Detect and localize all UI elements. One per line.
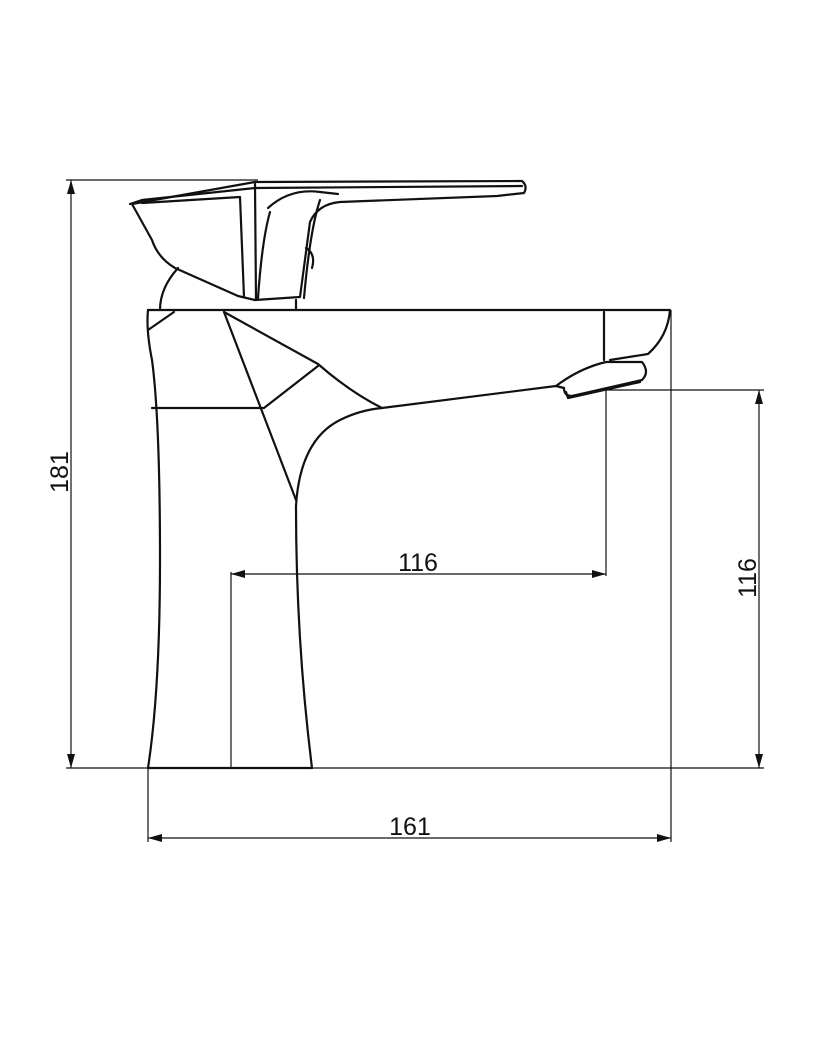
arrow-width-right: [657, 834, 671, 842]
body-top-chamfer: [146, 310, 176, 332]
handle-neck-left: [253, 182, 258, 302]
handle-neck-inner: [256, 210, 272, 300]
body-top-edge: [146, 308, 672, 362]
handle-cartridge-dome: [158, 266, 180, 312]
handle-neck-right: [302, 198, 322, 300]
dim-label-total-height: 181: [46, 451, 74, 493]
arrow-width-left: [148, 834, 162, 842]
dimension-lines: [66, 179, 764, 842]
handle-lever-top-ridge: [128, 184, 524, 206]
spout-top-line: [380, 384, 558, 410]
body-facet-crossing: [222, 310, 384, 410]
dimension-arrows: [67, 180, 763, 842]
handle-pivot-knob: [304, 246, 315, 270]
faucet-handle: [128, 179, 527, 312]
dim-label-spout-reach: 116: [398, 549, 438, 577]
arrow-reach-right: [592, 570, 606, 578]
handle-lever-outline: [130, 179, 527, 302]
body-left-profile: [146, 308, 162, 770]
arrow-reach-left: [231, 570, 245, 578]
dim-label-spout-height: 116: [734, 558, 762, 598]
handle-facet-line: [140, 195, 246, 299]
dim-label-base-width: 161: [389, 813, 431, 841]
body-facet-horizontal: [150, 364, 320, 410]
arrow-height-top: [67, 180, 75, 194]
faucet-spout: [554, 310, 648, 400]
body-facet-diagonal: [222, 310, 298, 502]
spout-tip-underside: [564, 380, 642, 400]
faucet-body: [146, 308, 672, 770]
handle-neck-curve: [266, 190, 340, 210]
arrow-spout-height-bottom: [755, 754, 763, 768]
spout-underside-curve: [294, 406, 384, 508]
body-right-profile: [294, 504, 314, 770]
arrow-spout-height-top: [755, 390, 763, 404]
arrow-height-bottom: [67, 754, 75, 768]
